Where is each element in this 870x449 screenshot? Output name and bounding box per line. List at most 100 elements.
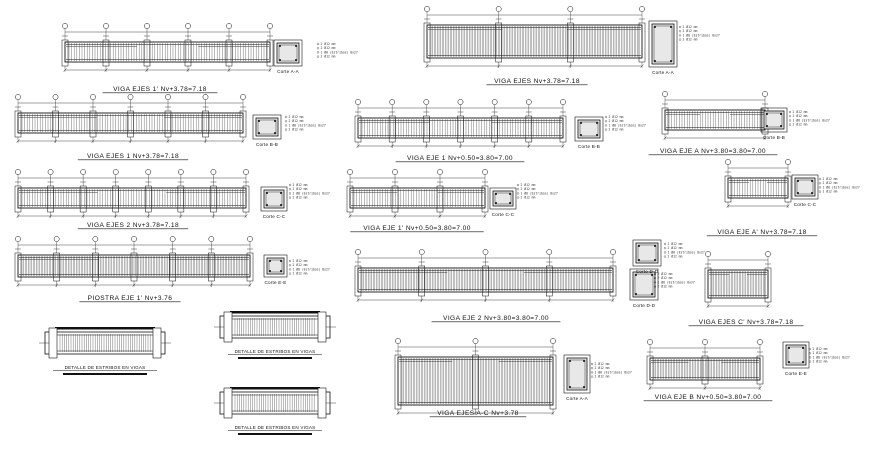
- rebar-dot: [780, 125, 782, 127]
- axis-bubble-icon: [169, 236, 176, 242]
- rebar-dot: [266, 204, 268, 206]
- section-legend-line: 2 Ø12 mm: [813, 350, 828, 355]
- rebar-dot: [638, 245, 640, 247]
- detail-title: DETALLE DE ESTRIBOS EN VIGAS: [235, 425, 316, 430]
- rebar-dot: [766, 125, 768, 127]
- section-concrete: [566, 357, 588, 391]
- beam-elevation: [394, 338, 557, 415]
- beam-elevation: [661, 91, 769, 140]
- column-support: [53, 252, 60, 282]
- beam-elevation: [14, 236, 254, 287]
- axis-bubble-icon: [52, 94, 59, 100]
- beam-elevation: [423, 6, 646, 68]
- stirrup-details: [39, 311, 336, 419]
- axis-bubble-icon: [647, 339, 653, 345]
- section-legend-line: 2 Ø12 mm: [683, 24, 698, 29]
- rebar-dot: [670, 26, 672, 28]
- section-legend-line: 2 Ø12 mm: [813, 359, 828, 364]
- axis-bubble-icon: [725, 159, 731, 165]
- axis-bubble-icon: [423, 99, 430, 105]
- stirrup-loop: [787, 346, 805, 364]
- section-caption: Corte C-C: [263, 214, 286, 219]
- section-caption: Corte C-C: [794, 202, 817, 207]
- beam-title: VIGA EJE 1' Nv+0.50=3.80=7.00: [363, 225, 471, 232]
- section-legend-line: 1 Ø8 (Estribos) 8x27: [609, 122, 646, 127]
- rebar-dot: [654, 60, 656, 62]
- axis-bubble-icon: [53, 236, 60, 242]
- section-legend-line: 2 Ø12 mm: [813, 346, 828, 351]
- section-legend-line: 1 Ø8 (Estribos) 8x27: [521, 190, 558, 195]
- stirrup-detail: [214, 311, 336, 343]
- section-legend-line: 2 Ø12 mm: [658, 271, 673, 276]
- section-legend-line: 2 Ø12 mm: [823, 176, 838, 181]
- column-support: [79, 185, 87, 213]
- column-support: [127, 110, 134, 138]
- beam-title: VIGA EJE A' Nv+3.78=7.18: [717, 229, 806, 236]
- stirrup-detail: [214, 387, 336, 419]
- axis-bubble-icon: [210, 169, 217, 175]
- stirrup-loop: [568, 359, 586, 389]
- column-support: [202, 110, 209, 138]
- rebar-dot: [811, 192, 813, 194]
- beam-outline: [397, 356, 554, 406]
- stirrup-loop: [494, 192, 512, 205]
- column-support: [436, 185, 444, 213]
- beam-title: VIGA EJE 1 Nv+0.50=3.80=7.00: [407, 155, 513, 162]
- rebar-dot: [509, 202, 511, 204]
- section-legend-line: 2 Ø12 mm: [793, 122, 808, 127]
- section-concrete: [577, 119, 601, 139]
- section-legend-line: 2 Ø12 mm: [793, 109, 808, 114]
- rebar-dot: [280, 192, 282, 194]
- section-legend-line: 2 Ø12 mm: [823, 180, 838, 185]
- rebar-dot: [811, 180, 813, 182]
- rebar-dot: [569, 360, 571, 362]
- beam-elevation: [704, 251, 772, 308]
- beam-title: PIOSTRA EJE 1' Nv+3.76: [88, 295, 173, 302]
- axis-bubble-icon: [389, 99, 396, 105]
- rebar-dot: [269, 260, 271, 262]
- rebar-dot: [635, 274, 637, 276]
- axis-bubble-icon: [546, 249, 553, 255]
- axis-bubble-icon: [185, 23, 191, 29]
- section-legend-line: 2 Ø12 mm: [293, 262, 308, 267]
- section-legend-line: 2 Ø12 mm: [293, 195, 308, 200]
- axis-bubble-icon: [267, 23, 273, 29]
- section-legend-line: 2 Ø12 mm: [293, 182, 308, 187]
- axis-bubble-icon: [482, 249, 489, 255]
- section-legend-line: 1 Ø8 (Estribos) 8x27: [823, 184, 860, 189]
- rebar-dot: [583, 386, 585, 388]
- section-legend-line: 1 Ø8 (Estribos) 8x27: [658, 279, 695, 284]
- rebar-dot: [509, 193, 511, 195]
- rebar-dot: [258, 132, 260, 134]
- section-concrete: [255, 117, 279, 137]
- section-legend-line: 2 Ø12 mm: [668, 241, 683, 246]
- column-support: [102, 39, 110, 67]
- beam-outline: [707, 269, 769, 299]
- axis-bubble-icon: [47, 169, 54, 175]
- rebar-dot: [274, 120, 276, 122]
- rebar-dot: [797, 192, 799, 194]
- section-caption: Corte A-A: [652, 70, 674, 75]
- beam-outline: [64, 41, 271, 63]
- axis-bubble-icon: [145, 169, 152, 175]
- section-legend-line: 1 Ø8 (Estribos) 8x27: [793, 117, 830, 122]
- section-legend-line: 1 Ø8 (Estribos) 8x27: [683, 32, 720, 37]
- rebar-dot: [258, 120, 260, 122]
- section-concrete: [263, 189, 285, 209]
- section-legend-line: 2 Ø12 mm: [609, 127, 624, 132]
- section-caption: Corte A-A: [566, 396, 588, 401]
- section-legend-line: 2 Ø12 mm: [658, 284, 673, 289]
- stirrup-loop: [765, 112, 783, 128]
- beam-title: VIGA EJES 2 Nv+3.78=7.18: [87, 222, 179, 229]
- rebar-dot: [654, 26, 656, 28]
- beam-outline: [649, 357, 761, 381]
- beam-elevation: [646, 339, 764, 390]
- beam-elevation: [354, 249, 617, 302]
- beam-outline: [349, 187, 486, 209]
- section-legend-line: 2 Ø12 mm: [521, 186, 536, 191]
